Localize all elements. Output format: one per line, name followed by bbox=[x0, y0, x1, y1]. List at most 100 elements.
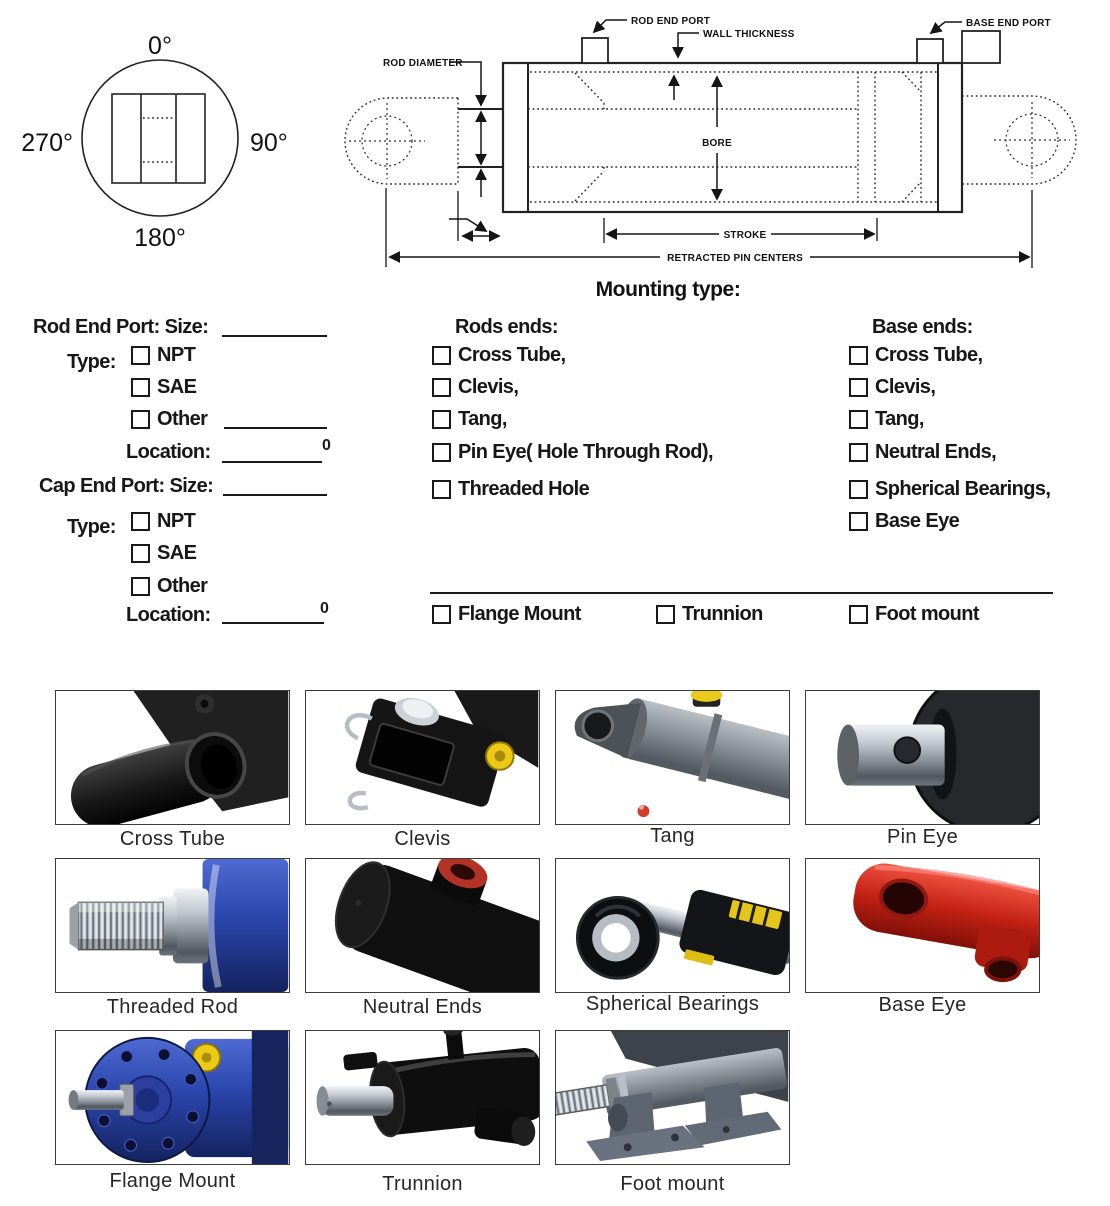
base-ends-clevis-label: Clevis, bbox=[875, 376, 936, 398]
caption-flange-mount: Flange Mount bbox=[109, 1170, 236, 1192]
rod-ends-clevis: Clevis, bbox=[432, 377, 519, 398]
cap-port-location-blank[interactable] bbox=[222, 604, 324, 624]
dial-270-label: 270° bbox=[21, 129, 73, 157]
gallery-card-base-eye bbox=[805, 858, 1040, 993]
trunnion-checkbox[interactable] bbox=[656, 605, 675, 624]
stroke-label: STROKE bbox=[724, 230, 767, 241]
base-ends-tang-checkbox[interactable] bbox=[849, 410, 868, 429]
gallery-card-threaded-rod bbox=[55, 858, 290, 993]
cap-end-port-size-label: Cap End Port: Size: bbox=[39, 475, 214, 497]
threaded-rod-photo bbox=[69, 859, 289, 992]
rod-ends-pin-eye-label: Pin Eye( Hole Through Rod), bbox=[458, 441, 714, 463]
trunnion-photo bbox=[316, 1031, 539, 1146]
clevis-photo bbox=[344, 691, 539, 811]
rod-diameter-label: ROD DIAMETER bbox=[383, 58, 463, 69]
rod-ends-threaded-hole: Threaded Hole bbox=[432, 478, 590, 500]
caption-cross-tube: Cross Tube bbox=[119, 828, 226, 850]
rod-port-option-npt: NPT bbox=[131, 344, 196, 366]
rod-ends-clevis-checkbox[interactable] bbox=[432, 378, 451, 397]
caption-trunnion: Trunnion bbox=[382, 1173, 463, 1195]
rod-ends-tang-checkbox[interactable] bbox=[432, 410, 451, 429]
neutral-ends-photo bbox=[334, 859, 539, 992]
rod-ends-heading: Rods ends: bbox=[455, 316, 559, 338]
base-ends-neutral-ends-checkbox[interactable] bbox=[849, 443, 868, 462]
cap-port-npt-checkbox[interactable] bbox=[131, 512, 150, 531]
rod-port-npt-label: NPT bbox=[157, 344, 196, 366]
gallery-card-tang bbox=[555, 690, 790, 825]
foot-mount-photo bbox=[556, 1031, 789, 1162]
base-ends-cross-tube: Cross Tube, bbox=[849, 345, 983, 366]
base-ends-heading: Base ends: bbox=[872, 316, 973, 338]
cap-port-location-label: Location: bbox=[126, 604, 211, 626]
wall-thickness-label: WALL THICKNESS bbox=[703, 29, 795, 40]
cap-port-sae-checkbox[interactable] bbox=[131, 544, 150, 563]
rod-port-other-blank[interactable] bbox=[224, 409, 327, 429]
rod-end-port-size-blank[interactable] bbox=[222, 317, 327, 337]
rod-ends-tang-label: Tang, bbox=[458, 408, 507, 430]
cap-port-other-checkbox[interactable] bbox=[131, 577, 150, 596]
base-ends-base-eye-checkbox[interactable] bbox=[849, 512, 868, 531]
caption-tang: Tang bbox=[650, 825, 695, 847]
rod-port-option-other: Other bbox=[131, 408, 208, 430]
gallery-card-pin-eye bbox=[805, 690, 1040, 825]
cap-port-location-degree: 0 bbox=[320, 600, 329, 617]
retracted-pin-centers-label: RETRACTED PIN CENTERS bbox=[667, 253, 803, 264]
base-ends-neutral-ends: Neutral Ends, bbox=[849, 441, 997, 463]
mount-trunnion: Trunnion bbox=[656, 604, 763, 625]
rod-clevis-outline bbox=[344, 97, 459, 185]
base-ends-tang-label: Tang, bbox=[875, 408, 924, 430]
flange-mount-checkbox[interactable] bbox=[432, 605, 451, 624]
gallery-card-clevis bbox=[305, 690, 540, 825]
rod-port-other-label: Other bbox=[157, 408, 208, 430]
rod-end-port-label: ROD END PORT bbox=[631, 16, 710, 27]
trunnion-label: Trunnion bbox=[682, 603, 763, 625]
mount-flange: Flange Mount bbox=[432, 604, 581, 625]
caption-neutral-ends: Neutral Ends bbox=[362, 996, 483, 1018]
rod-end-port-size-label: Rod End Port: Size: bbox=[33, 316, 209, 338]
base-ends-tang: Tang, bbox=[849, 409, 924, 430]
flange-mount-photo bbox=[68, 1031, 289, 1164]
cap-port-option-npt: NPT bbox=[131, 510, 196, 532]
base-ends-base-eye: Base Eye bbox=[849, 510, 960, 532]
rod-ends-threaded-hole-label: Threaded Hole bbox=[458, 478, 590, 500]
base-ends-neutral-ends-label: Neutral Ends, bbox=[875, 441, 997, 463]
pin-eye-photo bbox=[837, 691, 1039, 824]
cap-port-npt-label: NPT bbox=[157, 510, 196, 532]
cap-end-port-size-blank[interactable] bbox=[223, 476, 327, 496]
rod-ends-pin-eye: Pin Eye( Hole Through Rod), bbox=[432, 441, 714, 463]
cap-port-type-label: Type: bbox=[67, 516, 116, 538]
rod-ends-cross-tube-checkbox[interactable] bbox=[432, 346, 451, 365]
rod-port-location-blank[interactable] bbox=[222, 443, 322, 463]
base-ends-clevis-checkbox[interactable] bbox=[849, 378, 868, 397]
base-eye-photo bbox=[853, 863, 1039, 983]
base-ends-cross-tube-label: Cross Tube, bbox=[875, 344, 983, 366]
cap-port-sae-label: SAE bbox=[157, 542, 197, 564]
rod-port-sae-checkbox[interactable] bbox=[131, 378, 150, 397]
cylinder-body-outline bbox=[458, 30, 1001, 214]
flange-mount-label: Flange Mount bbox=[458, 603, 581, 625]
rod-port-location-degree: 0 bbox=[322, 437, 331, 454]
foot-mount-checkbox[interactable] bbox=[849, 605, 868, 624]
dimension-annotations bbox=[385, 19, 1033, 268]
rod-port-other-checkbox[interactable] bbox=[131, 410, 150, 429]
rod-ends-threaded-hole-checkbox[interactable] bbox=[432, 480, 451, 499]
base-end-port-boss bbox=[916, 38, 944, 64]
gallery-card-foot-mount bbox=[555, 1030, 790, 1165]
rod-port-npt-checkbox[interactable] bbox=[131, 346, 150, 365]
base-end-port-label: BASE END PORT bbox=[966, 18, 1051, 29]
caption-spherical-bearings: Spherical Bearings bbox=[585, 993, 760, 1015]
rod-ends-tang: Tang, bbox=[432, 409, 507, 430]
rod-ends-cross-tube-label: Cross Tube, bbox=[458, 344, 566, 366]
bore-label: BORE bbox=[702, 138, 732, 149]
rod-port-sae-label: SAE bbox=[157, 376, 197, 398]
gallery-card-trunnion bbox=[305, 1030, 540, 1165]
caption-base-eye: Base Eye bbox=[878, 994, 967, 1016]
base-ends-spherical-bearings-label: Spherical Bearings, bbox=[875, 478, 1051, 500]
base-ends-cross-tube-checkbox[interactable] bbox=[849, 346, 868, 365]
base-ends-base-eye-label: Base Eye bbox=[875, 510, 960, 532]
tang-photo bbox=[574, 691, 789, 818]
base-ends-spherical-bearings-checkbox[interactable] bbox=[849, 480, 868, 499]
dial-0-label: 0° bbox=[148, 32, 172, 60]
rod-ends-pin-eye-checkbox[interactable] bbox=[432, 443, 451, 462]
